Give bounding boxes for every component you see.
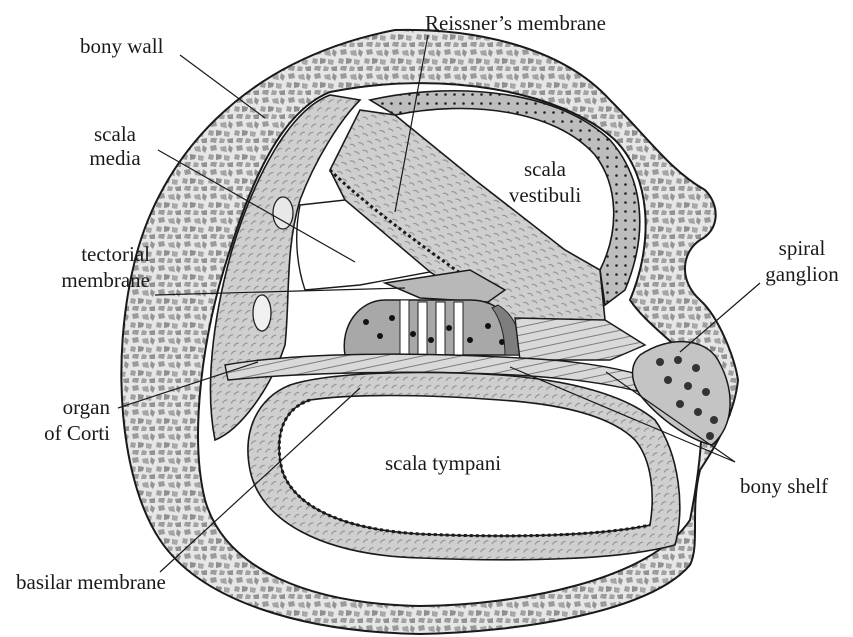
label-organ-of-corti-line1: organ: [10, 395, 110, 419]
label-tectorial-membrane-line1: tectorial: [40, 242, 150, 266]
label-scala-vestibuli-line1: scala: [490, 157, 600, 181]
label-scala-media-line1: scala: [75, 122, 155, 146]
organ-of-corti-cells: [344, 300, 520, 355]
label-bony-wall: bony wall: [80, 34, 163, 58]
label-reissners-membrane: Reissner’s membrane: [425, 11, 606, 35]
stria-vascularis-cell: [253, 295, 271, 331]
label-organ-of-corti-line2: of Corti: [10, 421, 110, 445]
label-scala-vestibuli-line2: vestibuli: [490, 183, 600, 207]
label-tectorial-membrane-line2: membrane: [40, 268, 150, 292]
label-bony-shelf: bony shelf: [740, 474, 828, 498]
label-scala-media-line2: media: [75, 146, 155, 170]
stria-vascularis-cell: [273, 197, 293, 229]
label-basilar-membrane: basilar membrane: [16, 570, 166, 594]
label-spiral-ganglion-line2: ganglion: [752, 262, 852, 286]
label-spiral-ganglion-line1: spiral: [752, 236, 852, 260]
label-scala-tympani: scala tympani: [385, 451, 501, 475]
